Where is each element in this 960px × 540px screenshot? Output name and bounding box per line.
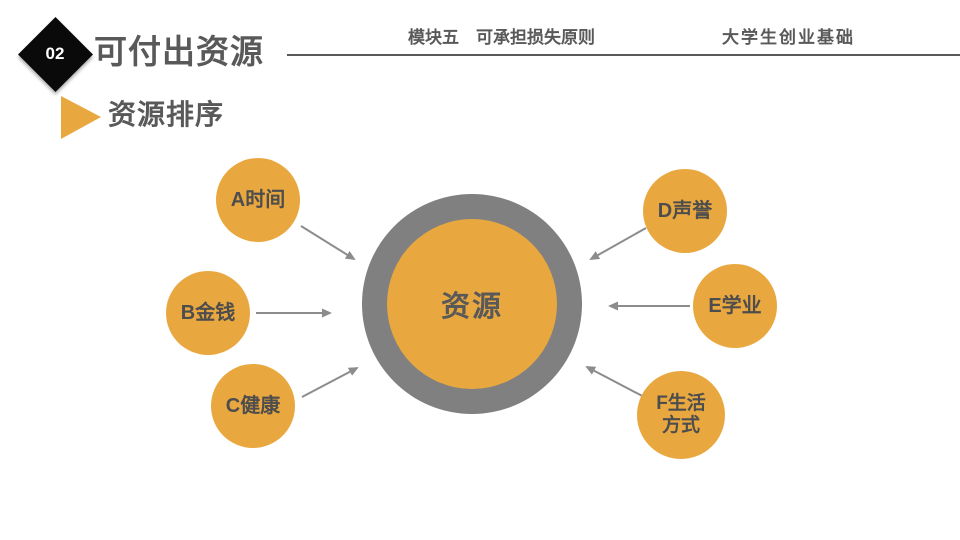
satellite-node-d-reputation: D声誉 xyxy=(643,169,727,253)
arrow-c-to-hub xyxy=(301,367,359,398)
slide-title: 可付出资源 xyxy=(94,33,264,70)
header-divider-line xyxy=(287,54,960,56)
satellite-label: B金钱 xyxy=(180,301,236,324)
slide-number: 02 xyxy=(45,44,65,63)
satellite-node-a-time: A时间 xyxy=(216,158,300,242)
satellite-node-f-lifestyle: F生活 方式 xyxy=(637,371,725,459)
satellite-label: F生活 方式 xyxy=(656,393,706,436)
arrow-a-to-hub xyxy=(300,225,356,261)
arrow-d-to-hub xyxy=(589,227,647,260)
slide-subtitle: 资源排序 xyxy=(108,99,225,130)
hub-label: 资源 xyxy=(440,291,503,323)
satellite-node-c-health: C健康 xyxy=(211,364,295,448)
satellite-label: C健康 xyxy=(225,394,281,417)
right-arrow-triangle-icon xyxy=(61,96,101,139)
module-header-label: 模块五 可承担损失原则 xyxy=(408,28,595,47)
satellite-label: D声誉 xyxy=(657,199,713,222)
satellite-label: E学业 xyxy=(708,294,762,317)
hub-circle: 资源 xyxy=(387,219,557,389)
satellite-node-b-money: B金钱 xyxy=(166,271,250,355)
arrow-f-to-hub xyxy=(585,366,649,400)
course-header-label: 大学生创业基础 xyxy=(722,28,855,47)
satellite-label: A时间 xyxy=(230,188,286,211)
satellite-node-e-study: E学业 xyxy=(693,264,777,348)
